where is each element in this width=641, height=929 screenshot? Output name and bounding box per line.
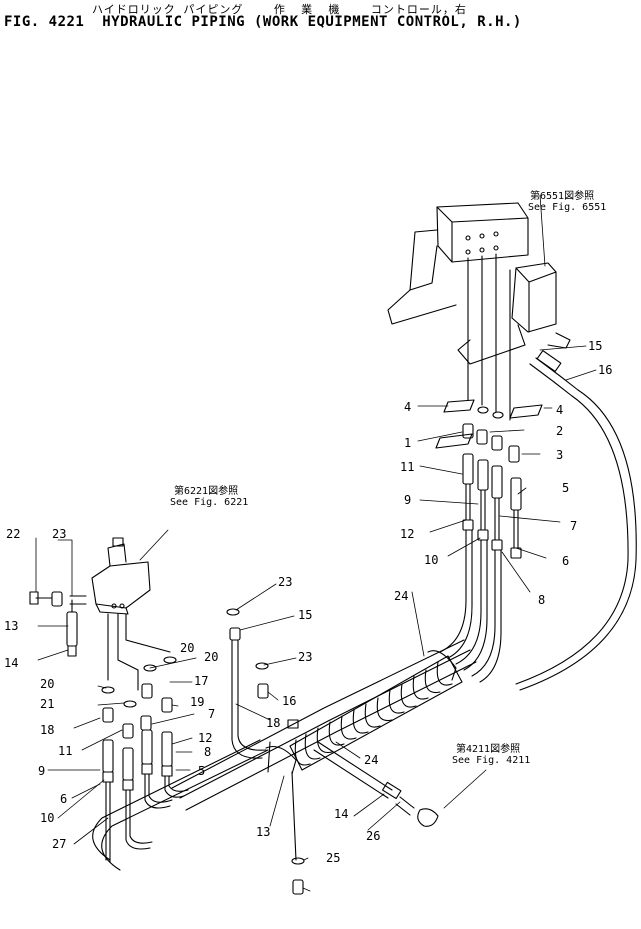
ref-4211-en: See Fig. 4211	[452, 755, 530, 766]
reference-note-6551: 第6551図参照 See Fig. 6551	[528, 189, 606, 213]
callout-7: 7	[570, 519, 577, 533]
callout-15: 15	[588, 339, 602, 353]
callout-22: 22	[6, 527, 20, 541]
callout-14: 26	[366, 829, 380, 843]
valve-left-lines	[101, 613, 177, 708]
callout-18: 17	[194, 674, 208, 688]
callout-19: 18	[40, 723, 54, 737]
ref-6551-jp: 第6551図参照	[530, 189, 594, 202]
reference-note-4211: 第4211図参照 See Fig. 4211	[452, 742, 530, 766]
hose-left-13-14	[66, 599, 78, 657]
callout-20: 20	[204, 650, 218, 664]
fittings-left	[102, 683, 173, 739]
callout-24: 24	[364, 753, 378, 767]
callout-7: 12	[198, 731, 212, 745]
callout-20: 20	[40, 677, 54, 691]
figure-title-japanese: ハイドロリック パイピング 作 業 機 コントロール，右	[92, 3, 467, 16]
callout-23: 23	[278, 575, 292, 589]
callout-12: 8	[204, 745, 211, 759]
callout-13: 13	[4, 619, 18, 633]
callout-1: 1	[404, 436, 411, 450]
control-valve-upper	[387, 202, 571, 365]
leader-lines	[35, 194, 597, 892]
callout-5: 5	[562, 481, 569, 495]
hose-group-left	[102, 729, 189, 863]
callout-16: 18	[266, 716, 280, 730]
callout-26: 25	[326, 851, 340, 865]
ref-4211-jp: 第4211図参照	[456, 742, 520, 755]
callout-16: 16	[598, 363, 612, 377]
elbow-fittings-upper	[462, 423, 520, 463]
callout-5: 9	[38, 764, 45, 778]
wrapped-hose-bundle	[92, 639, 477, 871]
bolt-and-washer	[291, 771, 305, 895]
callout-21: 16	[282, 694, 296, 708]
hose-middle-15-16	[226, 608, 269, 759]
callout-20: 21	[40, 697, 54, 711]
callout-2: 2	[556, 424, 563, 438]
callout-23: 23	[298, 650, 312, 664]
callout-20: 20	[180, 641, 194, 655]
reference-note-6221: 第6221図参照 See Fig. 6221	[170, 484, 248, 508]
valve-feed-lines	[467, 253, 511, 421]
ref-6221-en: See Fig. 6221	[170, 497, 248, 508]
callout-10: 10	[424, 553, 438, 567]
figure-title: FIG. 4221 HYDRAULIC PIPING (WORK EQUIPME…	[4, 14, 522, 30]
ref-6221-jp: 第6221図参照	[174, 484, 238, 497]
callout-17: 19	[190, 695, 204, 709]
callout-8: 5	[198, 764, 205, 778]
callout-9: 9	[404, 493, 411, 507]
callout-8: 8	[538, 593, 545, 607]
callout-6: 6	[562, 554, 569, 568]
control-valve-left	[29, 537, 151, 615]
callout-11: 11	[400, 460, 414, 474]
part-callouts: 15 16 4 4 1 2 3 11 9 5 12 7 10 6 8 22 23…	[4, 339, 612, 865]
hose-branch-13-14	[313, 741, 439, 827]
callout-12: 12	[400, 527, 414, 541]
ref-6551-en: See Fig. 6551	[528, 202, 606, 213]
callout-6: 10	[40, 811, 54, 825]
callout-23: 23	[52, 527, 66, 541]
callout-24: 13	[256, 825, 270, 839]
callout-11: 7	[208, 707, 215, 721]
callout-10: 27	[52, 837, 66, 851]
callout-4: 4	[404, 400, 411, 414]
callout-14: 14	[4, 656, 18, 670]
callout-3: 3	[556, 448, 563, 462]
callout-13: 14	[334, 807, 348, 821]
gasket-plates	[435, 399, 543, 449]
callout-27: 24	[394, 589, 408, 603]
callout-18: 11	[58, 744, 72, 758]
hose-15-16-long	[515, 350, 637, 691]
callout-4: 4	[556, 403, 563, 417]
callout-15: 15	[298, 608, 312, 622]
callout-9: 6	[60, 792, 67, 806]
